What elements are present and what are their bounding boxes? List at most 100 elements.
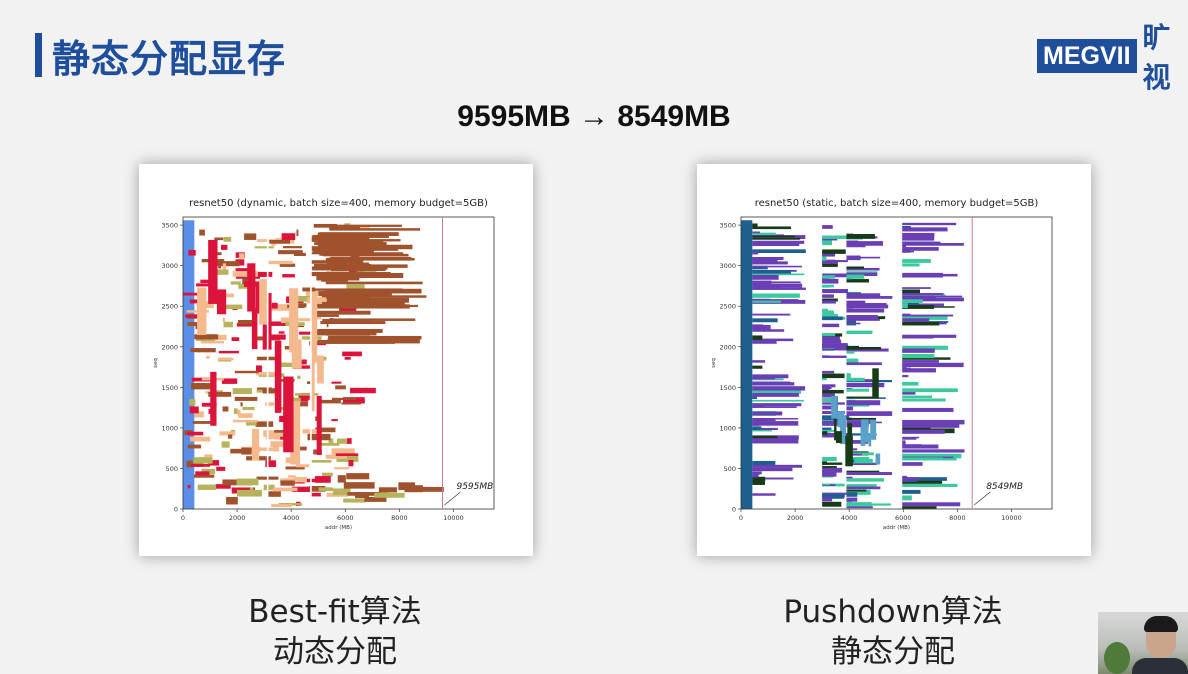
x-axis-label: addr (MB): [325, 525, 352, 531]
allocation-block: [822, 275, 836, 279]
allocation-block: [272, 487, 298, 492]
allocation-block: [238, 319, 255, 325]
y-tick-label: 1000: [719, 424, 736, 432]
allocation-block: [872, 368, 879, 399]
allocation-block: [822, 259, 836, 264]
allocation-block: [217, 357, 234, 361]
allocation-block: [322, 253, 409, 257]
allocation-block: [845, 435, 853, 467]
allocation-block: [822, 483, 830, 486]
allocation-block: [752, 240, 805, 244]
allocation-block: [195, 471, 210, 476]
allocation-block: [752, 251, 759, 255]
allocation-block: [822, 294, 834, 298]
allocation-block: [900, 299, 923, 304]
allocation-block: [822, 240, 833, 246]
allocation-block: [310, 288, 403, 291]
allocation-block: [266, 491, 281, 497]
allocation-block: [752, 324, 771, 330]
allocation-block: [752, 232, 776, 236]
allocation-block: [900, 232, 935, 237]
allocation-block: [752, 235, 795, 238]
allocation-block: [822, 256, 827, 261]
allocation-block: [846, 330, 873, 335]
allocation-block: [822, 323, 840, 328]
allocation-block: [191, 377, 212, 382]
allocation-block: [831, 396, 838, 419]
allocation-block: [348, 459, 354, 467]
allocation-block: [364, 496, 387, 502]
peak-annotation-label: 9595MB: [456, 482, 493, 492]
allocation-block: [752, 258, 768, 264]
allocation-block: [254, 447, 274, 451]
y-tick-label: 2000: [161, 343, 178, 351]
allocation-block: [209, 269, 229, 275]
x-tick-label: 10000: [443, 514, 464, 522]
allocation-block: [752, 392, 799, 397]
allocation-block: [752, 399, 804, 402]
allocation-block: [378, 487, 397, 493]
allocation-block: [822, 276, 830, 282]
allocation-block: [900, 475, 908, 481]
allocation-block: [297, 359, 307, 365]
allocation-block: [752, 480, 765, 485]
allocation-block: [900, 289, 921, 295]
allocation-block: [237, 409, 241, 417]
title-accent-bar: [35, 33, 42, 77]
allocation-block: [752, 313, 791, 316]
allocation-block: [328, 335, 422, 340]
allocation-block: [846, 440, 869, 444]
allocation-block: [331, 397, 357, 400]
allocation-block: [752, 419, 776, 422]
allocation-block: [319, 251, 358, 256]
allocation-block: [846, 489, 871, 495]
allocation-block: [216, 304, 243, 310]
x-tick-label: 8000: [949, 514, 966, 522]
allocation-block: [238, 253, 245, 259]
allocation-block: [200, 340, 225, 344]
allocation-block: [257, 239, 282, 242]
allocation-block: [752, 473, 759, 478]
allocation-block: [267, 260, 293, 265]
allocation-block: [900, 437, 917, 440]
allocation-block: [259, 279, 269, 325]
allocation-block: [822, 316, 843, 321]
allocation-block: [343, 498, 367, 503]
allocation-block: [344, 223, 351, 226]
allocation-block: [317, 232, 398, 236]
x-tick-label: 6000: [337, 514, 354, 522]
allocation-block: [900, 314, 954, 317]
allocation-block: [222, 317, 226, 323]
allocation-block: [274, 407, 292, 411]
allocation-block: [226, 497, 238, 505]
allocation-block: [752, 281, 801, 284]
allocation-block: [316, 442, 340, 446]
allocation-block: [752, 265, 768, 270]
allocation-block: [846, 400, 881, 406]
allocation-block: [846, 377, 865, 382]
allocation-block: [242, 277, 250, 285]
chart-static: resnet50 (static, batch size=400, memory…: [711, 198, 1053, 531]
allocation-block: [846, 293, 881, 298]
allocation-block: [266, 217, 269, 509]
allocation-block: [219, 431, 236, 436]
allocation-block: [822, 262, 838, 267]
allocation-block: [329, 228, 421, 231]
allocation-block: [822, 278, 839, 284]
allocation-block: [900, 247, 939, 251]
allocation-block: [846, 476, 853, 479]
allocation-block: [847, 423, 853, 436]
allocation-block: [900, 495, 912, 501]
allocation-block: [822, 281, 835, 284]
allocation-block: [822, 386, 830, 391]
allocation-block: [752, 378, 784, 381]
allocation-block: [752, 360, 766, 363]
allocation-block: [752, 406, 797, 408]
allocation-block: [900, 423, 960, 428]
allocation-block: [822, 405, 834, 410]
allocation-block: [846, 406, 853, 411]
allocation-block: [194, 411, 204, 418]
chart-title: resnet50 (dynamic, batch size=400, memor…: [189, 198, 488, 209]
allocation-block: [207, 460, 220, 466]
allocation-block: [314, 314, 339, 317]
